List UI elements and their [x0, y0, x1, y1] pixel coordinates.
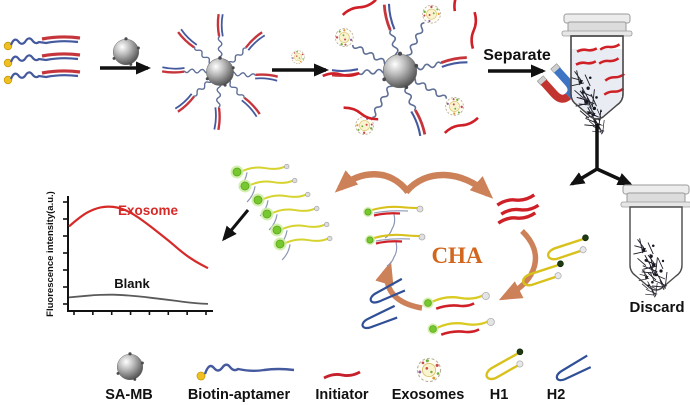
h1-hairpin-icon: [480, 346, 530, 382]
released-initiator: [441, 116, 481, 135]
separation-tube: [561, 13, 633, 135]
biotin-dot: [3, 75, 13, 85]
exosome-icon: [291, 50, 305, 64]
biotin-aptamer-strand: [3, 69, 81, 85]
x-axis-ticks: [73, 311, 207, 315]
blank-curve-label: Blank: [114, 276, 150, 291]
exosome-vesicle-icon: [416, 357, 442, 383]
h1-h2-duplex-product: [361, 204, 425, 240]
magnetic-bead-icon: [381, 51, 419, 90]
fluorescence-chart: Fluorescence intensity(a.u.) Exosome Bla…: [45, 191, 213, 317]
legend-label-initiator: Initiator: [315, 387, 369, 403]
exosome-curve-label: Exosome: [118, 203, 179, 218]
magnetic-bead-icon: [112, 36, 141, 67]
to-readout-arrow: [222, 209, 250, 242]
bead-aptamer-conjugate: [160, 12, 279, 132]
h2-hairpin-icon: [552, 354, 594, 383]
y-axis-ticks: [63, 201, 67, 305]
biotin-aptamer-icon: [196, 363, 295, 381]
cha-arrow-up: [375, 261, 423, 311]
legend-label-exosomes: Exosomes: [392, 387, 465, 403]
h1-initiator-complex: [425, 316, 497, 337]
cha-label: CHA: [431, 243, 483, 268]
cha-cycle: CHA: [334, 170, 592, 337]
biotin-aptamer-strand: [3, 35, 81, 51]
h1-hairpin: [544, 233, 592, 262]
cha-arrow-left: [334, 170, 411, 195]
h1-initiator-complex: [420, 290, 492, 311]
separate-label: Separate: [483, 47, 551, 64]
legend-label-sa-mb: SA-MB: [105, 387, 153, 403]
biotin-dot: [3, 41, 13, 51]
legend-label-h1: H1: [490, 387, 509, 403]
discard-label: Discard: [629, 299, 684, 316]
released-initiator: [465, 10, 482, 50]
bead-exosome-complex: [321, 0, 482, 138]
biotin-aptamer-strand: [3, 52, 81, 68]
legend: SA-MB Biotin-aptamer Initiator Exosomes …: [105, 346, 594, 403]
cha-arrow-down: [498, 229, 539, 301]
cha-arrow-right: [403, 171, 494, 199]
blank-curve: [68, 293, 209, 305]
initiator-strand: [494, 193, 537, 207]
released-initiator: [339, 0, 379, 17]
initiator-strand-icon: [322, 370, 362, 380]
exosome-curve: [68, 205, 209, 270]
h2-hairpin: [358, 304, 400, 331]
magnetic-bead-icon: [116, 351, 145, 382]
discard-tube: [620, 184, 690, 298]
biotin-aptamer-group: [3, 35, 81, 85]
legend-label-biotin-aptamer: Biotin-aptamer: [188, 387, 291, 403]
y-axis-label: Fluorescence intensity(a.u.): [45, 191, 56, 317]
biotin-dot: [3, 58, 13, 68]
legend-label-h2: H2: [547, 387, 566, 403]
h1-h2-duplex-product: [363, 232, 427, 268]
released-initiator: [447, 0, 469, 13]
split-arrows: [569, 124, 633, 186]
